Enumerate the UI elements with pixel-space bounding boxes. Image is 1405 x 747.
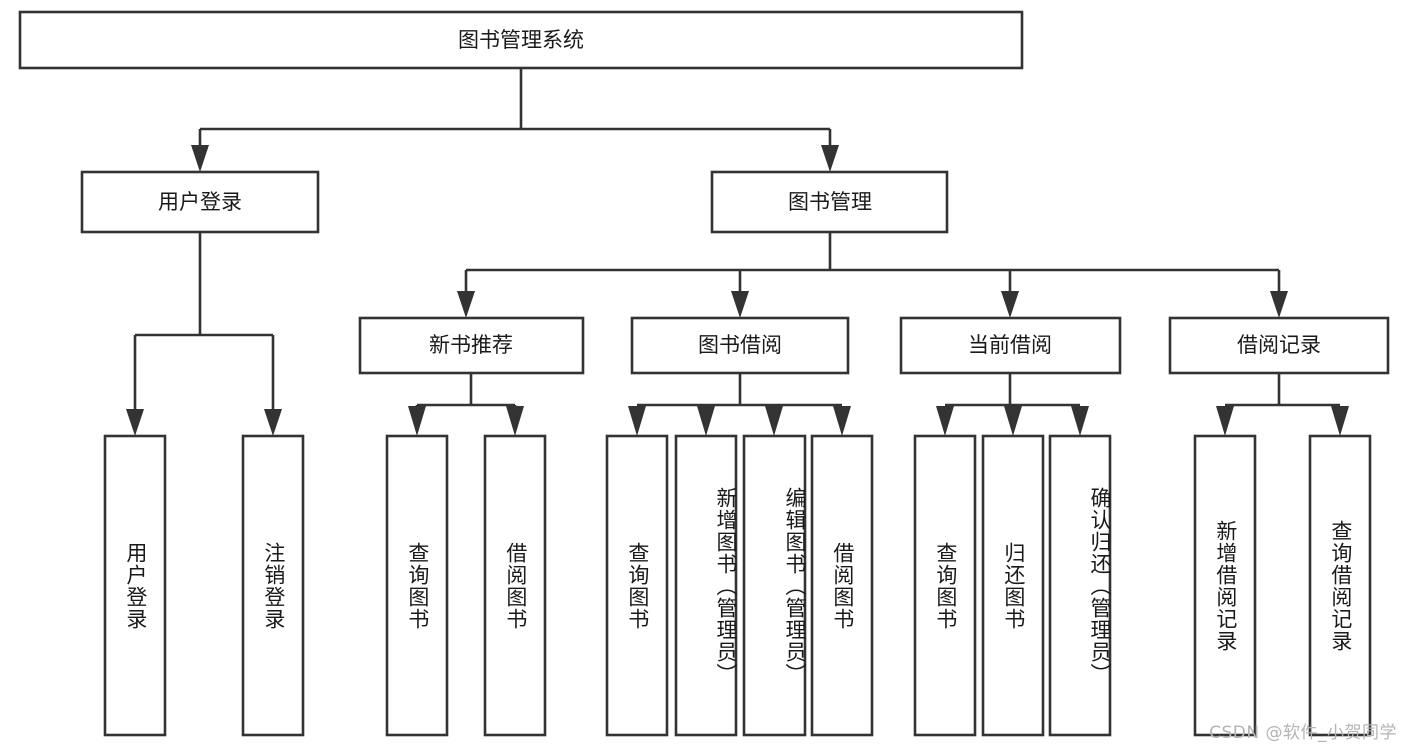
- node-user-login-label: 用户登录: [158, 190, 242, 214]
- node-borrow-record-label: 借阅记录: [1237, 333, 1321, 357]
- node-leaf-query-book-b-box[interactable]: [605, 434, 669, 737]
- node-book-borrow-box[interactable]: [630, 316, 850, 375]
- node-leaf-query-book-c-box[interactable]: [913, 434, 977, 737]
- node-new-book-recommend-label: 新书推荐: [429, 333, 513, 357]
- node-book-management[interactable]: 图书管理: [710, 170, 949, 234]
- node-root-label: 图书管理系统: [458, 28, 584, 52]
- node-book-management-label: 图书管理: [788, 190, 872, 214]
- node-borrow-record[interactable]: 借阅记录: [1168, 316, 1390, 375]
- node-book-borrow-label: 图书借阅: [698, 333, 782, 357]
- arrow-record-leaf-1: [1216, 406, 1234, 436]
- node-book-borrow[interactable]: 图书借阅: [630, 316, 850, 375]
- edges-layer: [126, 68, 1349, 436]
- node-leaf-edit-book-box[interactable]: [742, 434, 807, 737]
- node-new-book-recommend-box[interactable]: [358, 316, 585, 375]
- node-leaf-add-record-box[interactable]: [1193, 434, 1257, 737]
- node-leaf-query-book-a-box[interactable]: [385, 434, 449, 737]
- node-root-box[interactable]: [18, 10, 1024, 70]
- arrow-newbook-leaf-2: [506, 406, 524, 436]
- node-book-management-box[interactable]: [710, 170, 949, 234]
- arrow-bookmgmt-to-current: [1001, 291, 1019, 318]
- arrow-borrow-leaf-2: [697, 406, 715, 436]
- node-leaf-logout-box[interactable]: [241, 434, 305, 737]
- node-leaf-user-login-box[interactable]: [103, 434, 167, 737]
- arrow-bookmgmt-to-borrow: [731, 291, 749, 318]
- arrow-newbook-leaf-1: [408, 406, 426, 436]
- node-borrow-record-box[interactable]: [1168, 316, 1390, 375]
- arrow-userlogin-leaf-1: [126, 409, 144, 436]
- arrow-root-to-book-mgmt: [821, 145, 839, 172]
- node-current-borrow[interactable]: 当前借阅: [899, 316, 1122, 375]
- nodes-layer: 图书管理系统 用户登录 图书管理 新书推荐 图书借阅 当前: [18, 10, 1390, 737]
- arrow-root-to-user-login: [191, 145, 209, 172]
- node-leaf-confirm-return-box[interactable]: [1048, 434, 1112, 737]
- node-new-book-recommend[interactable]: 新书推荐: [358, 316, 585, 375]
- arrow-bookmgmt-to-new-book: [457, 291, 475, 318]
- arrow-current-leaf-1: [936, 406, 954, 436]
- node-root[interactable]: 图书管理系统: [18, 10, 1024, 70]
- node-leaf-return-book-box[interactable]: [981, 434, 1045, 737]
- node-user-login-box[interactable]: [80, 170, 320, 234]
- node-current-borrow-label: 当前借阅: [968, 333, 1052, 357]
- arrow-current-leaf-3: [1071, 406, 1089, 436]
- node-leaf-query-record-box[interactable]: [1308, 434, 1372, 737]
- arrow-borrow-leaf-4: [833, 406, 851, 436]
- arrow-record-leaf-2: [1331, 406, 1349, 436]
- node-leaf-borrow-book-a-box[interactable]: [483, 434, 547, 737]
- arrow-current-leaf-2: [1004, 406, 1022, 436]
- arrow-borrow-leaf-1: [628, 406, 646, 436]
- arrow-userlogin-leaf-2: [264, 409, 282, 436]
- node-leaf-borrow-book-b-box[interactable]: [810, 434, 874, 737]
- node-leaf-add-book-box[interactable]: [674, 434, 738, 737]
- node-user-login[interactable]: 用户登录: [80, 170, 320, 234]
- arrow-borrow-leaf-3: [765, 406, 783, 436]
- arrow-bookmgmt-to-record: [1270, 291, 1288, 318]
- node-current-borrow-box[interactable]: [899, 316, 1122, 375]
- csdn-watermark: CSDN @软件_小贺同学: [1209, 723, 1397, 743]
